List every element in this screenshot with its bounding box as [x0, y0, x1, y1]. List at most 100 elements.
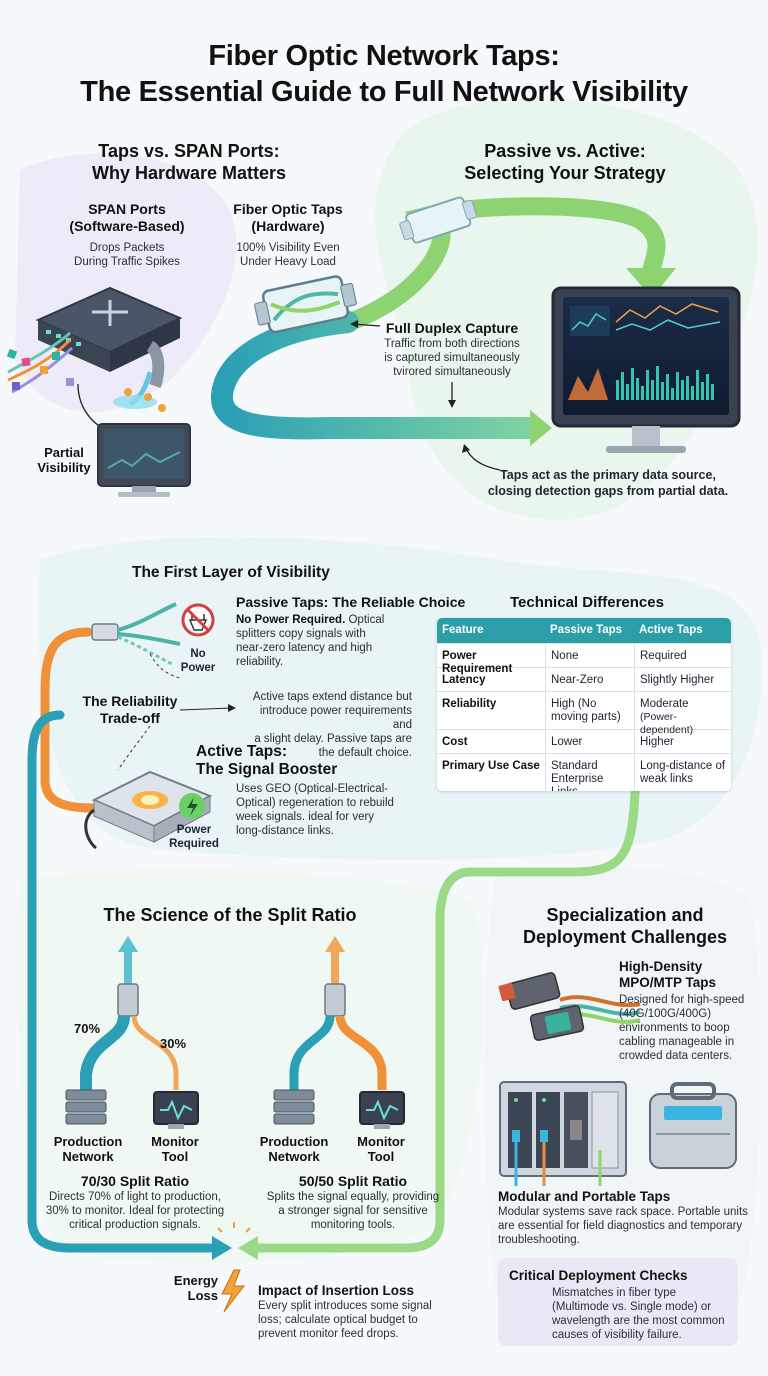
mon-line1: Monitor	[151, 1134, 199, 1149]
monitor-tool-label-1: Monitor Tool	[140, 1134, 210, 1164]
active-line2: Optical) regeneration to rebuild	[236, 797, 394, 809]
split-5050-block: 50/50 Split Ratio Splits the signal equa…	[248, 1173, 458, 1232]
mon-line1: Monitor	[357, 1134, 405, 1149]
split-5050-line1: Splits the signal equally, providing	[266, 1191, 440, 1203]
full-duplex-callout: Full Duplex Capture Traffic from both di…	[370, 320, 534, 379]
mpo-line5: crowded data centers.	[619, 1050, 733, 1062]
prod-line1: Production	[53, 1134, 123, 1149]
active-line1: Uses GEO (Optical-Electrical-	[236, 783, 389, 795]
table-row: Cost Lower Higher	[437, 729, 731, 753]
power-req-line1: Power	[176, 824, 212, 836]
no-power-line2: Power	[180, 662, 216, 674]
split-7030-line1: Directs 70% of light to production,	[49, 1191, 221, 1203]
partial-line2: Visibility	[37, 460, 91, 475]
table-header-feature: Feature	[442, 624, 484, 636]
critical-title: Critical Deployment Checks	[509, 1268, 688, 1283]
table-cell-passive: Near-Zero	[545, 668, 634, 691]
insertion-loss-line1: Every split introduces some signal	[258, 1300, 432, 1312]
tradeoff-desc-line3: a slight delay. Passive taps are	[254, 733, 412, 745]
mpo-line4: cabling manageable in	[619, 1036, 735, 1048]
full-duplex-line1: Traffic from both directions	[384, 338, 520, 350]
mpo-title-line2: MPO/MTP Taps	[619, 975, 717, 990]
table-cell-passive: Lower	[545, 730, 634, 753]
mon-line2: Tool	[367, 1149, 395, 1164]
taps-vs-span-heading-line1: Taps vs. SPAN Ports:	[98, 141, 280, 161]
energy-line1: Energy	[173, 1273, 218, 1288]
modular-taps-block: Modular and Portable Taps Modular system…	[498, 1188, 760, 1247]
passive-active-heading-line1: Passive vs. Active:	[484, 141, 646, 161]
split-7030-line3: critical production signals.	[69, 1219, 201, 1231]
title-line2: The Essential Guide to Full Network Visi…	[80, 76, 688, 108]
split-7030-block: 70/30 Split Ratio Directs 70% of light t…	[30, 1173, 240, 1232]
passive-line2: splitters copy signals with	[236, 628, 366, 640]
crit-line3: wavelength are the most common	[552, 1315, 725, 1327]
tradeoff-line2: Trade-off	[100, 710, 160, 726]
energy-loss-label: Energy Loss	[160, 1273, 218, 1303]
split-5050-line3: monitoring tools.	[310, 1219, 396, 1231]
mpo-line1: Designed for high-speed	[619, 994, 745, 1006]
prod-line1: Production	[259, 1134, 329, 1149]
fiber-title-line1: Fiber Optic Taps	[233, 201, 343, 217]
no-power-label: No Power	[176, 647, 220, 675]
crit-line2: (Multimode vs. Single mode) or	[552, 1301, 712, 1313]
split-7030-line2: 30% to monitor. Ideal for protecting	[45, 1205, 225, 1217]
crit-line1: Mismatches in fiber type	[552, 1287, 676, 1299]
special-heading-line1: Specialization and	[546, 905, 704, 925]
tech-diff-heading: Technical Differences	[510, 594, 664, 611]
insertion-loss-title: Impact of Insertion Loss	[258, 1283, 415, 1298]
active-title-line1: Active Taps:	[196, 743, 288, 760]
fiber-taps-desc: 100% Visibility Even Under Heavy Load	[200, 241, 376, 269]
primary-line1: Taps act as the primary data source,	[500, 468, 716, 482]
no-power-required-text: No Power Required.	[236, 614, 346, 626]
tradeoff-desc-line2: introduce power requirements and	[259, 705, 412, 731]
span-title-line2: (Software-Based)	[69, 218, 185, 234]
span-desc-line2: During Traffic Spikes	[74, 256, 180, 268]
table-cell-active: Required	[634, 644, 731, 667]
production-network-label-2: Production Network	[252, 1134, 336, 1164]
table-cell-active-main: Moderate	[640, 698, 689, 710]
span-ports-desc: Drops Packets During Traffic Spikes	[42, 241, 212, 269]
table-cell-active: Long-distance of weak links	[634, 754, 731, 791]
prod-line2: Network	[62, 1149, 114, 1164]
page-title: Fiber Optic Network Taps: The Essential …	[0, 38, 768, 110]
critical-checks-box	[498, 1258, 738, 1346]
monitor-tool-label-2: Monitor Tool	[346, 1134, 416, 1164]
table-row: Latency Near-Zero Slightly Higher	[437, 667, 731, 691]
table-header-row: Feature Passive Taps Active Taps	[437, 618, 731, 643]
span-title-line1: SPAN Ports	[88, 201, 166, 217]
fiber-title-line2: (Hardware)	[251, 218, 325, 234]
modular-title: Modular and Portable Taps	[498, 1189, 671, 1204]
passive-line3: near-zero latency and high	[236, 642, 373, 654]
fiber-desc-line1: 100% Visibility Even	[236, 242, 340, 254]
tradeoff-desc-line4: the default choice.	[318, 747, 412, 759]
span-ports-title: SPAN Ports (Software-Based)	[42, 201, 212, 235]
full-duplex-title: Full Duplex Capture	[385, 320, 519, 336]
partial-visibility-label: Partial Visibility	[22, 445, 106, 475]
crit-line4: causes of visibility failure.	[552, 1329, 682, 1341]
no-power-line1: No	[190, 648, 206, 660]
mon-line2: Tool	[161, 1149, 189, 1164]
split-ratio-heading: The Science of the Split Ratio	[103, 905, 357, 925]
insertion-loss-line2: loss; calculate optical budget to	[258, 1314, 418, 1326]
split-7030-title: 70/30 Split Ratio	[80, 1173, 190, 1189]
mpo-title-line1: High-Density	[619, 959, 703, 974]
full-duplex-line2: is captured simultaneously	[384, 352, 520, 364]
partial-line1: Partial	[44, 445, 84, 460]
insertion-loss-line3: prevent monitor feed drops.	[258, 1328, 399, 1340]
modular-line3: troubleshooting.	[498, 1234, 580, 1246]
table-cell-active-sub: (Power-dependent)	[640, 711, 694, 736]
active-title-line2: The Signal Booster	[196, 761, 338, 778]
tech-diff-table: Feature Passive Taps Active Taps Power R…	[437, 618, 731, 791]
mpo-line3: environments to boop	[619, 1022, 730, 1034]
passive-taps-block: Passive Taps: The Reliable Choice No Pow…	[236, 594, 486, 669]
span-desc-line1: Drops Packets	[89, 242, 165, 254]
passive-active-heading-line2: Selecting Your Strategy	[464, 163, 666, 183]
full-duplex-line3: tvirored simultaneously	[393, 366, 511, 378]
critical-checks-desc: Mismatches in fiber type (Multimode vs. …	[552, 1286, 738, 1342]
warning-icon	[510, 1284, 544, 1316]
table-cell-passive: High (No moving parts)	[545, 692, 634, 729]
passive-line1: Optical	[345, 614, 385, 626]
modular-line2: are essential for field diagnostics and …	[498, 1220, 743, 1232]
table-cell-passive: Standard Enterprise Links	[545, 754, 634, 791]
